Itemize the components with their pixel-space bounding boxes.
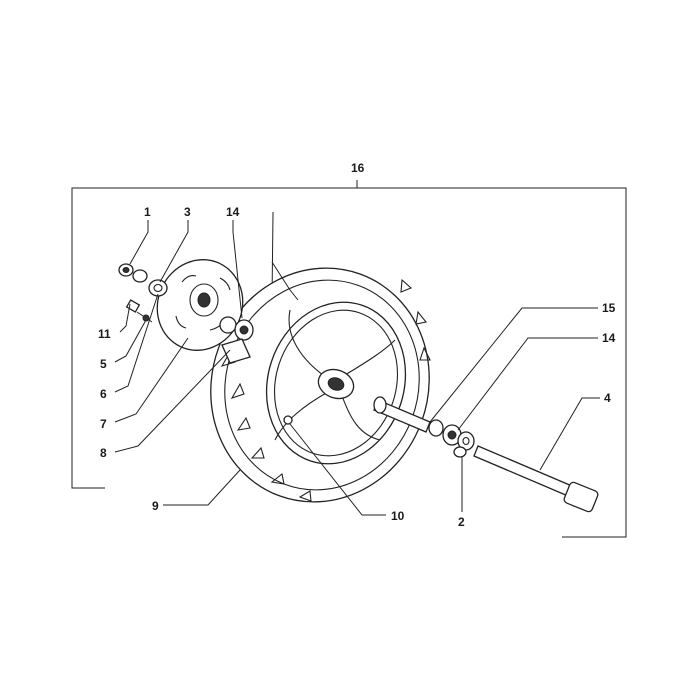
axle [473,445,599,513]
callout-6: 6 [100,387,107,401]
callout-11: 11 [98,327,111,341]
callout-14-right: 14 [602,331,616,345]
callout-4: 4 [604,391,611,405]
left-bearing [219,316,254,364]
callout-8: 8 [100,446,107,460]
leader-lines [114,220,600,516]
callout-15: 15 [602,301,616,315]
bolts [125,299,153,323]
callout-labels: 16 1 3 14 11 5 6 7 8 9 10 15 14 4 2 [98,161,616,529]
callout-3: 3 [184,205,191,219]
axle-spacer [373,396,431,433]
callout-10: 10 [391,509,405,523]
callout-7: 7 [100,417,107,431]
nut-and-washer [118,263,168,297]
callout-9: 9 [152,499,159,513]
right-bearing [428,419,475,458]
assembly-bracket [71,180,627,538]
callout-1: 1 [144,205,151,219]
callout-5: 5 [100,357,107,371]
callout-16: 16 [351,161,365,175]
wheel-tire [210,267,431,503]
callout-14-left: 14 [226,205,240,219]
callout-2: 2 [458,515,465,529]
